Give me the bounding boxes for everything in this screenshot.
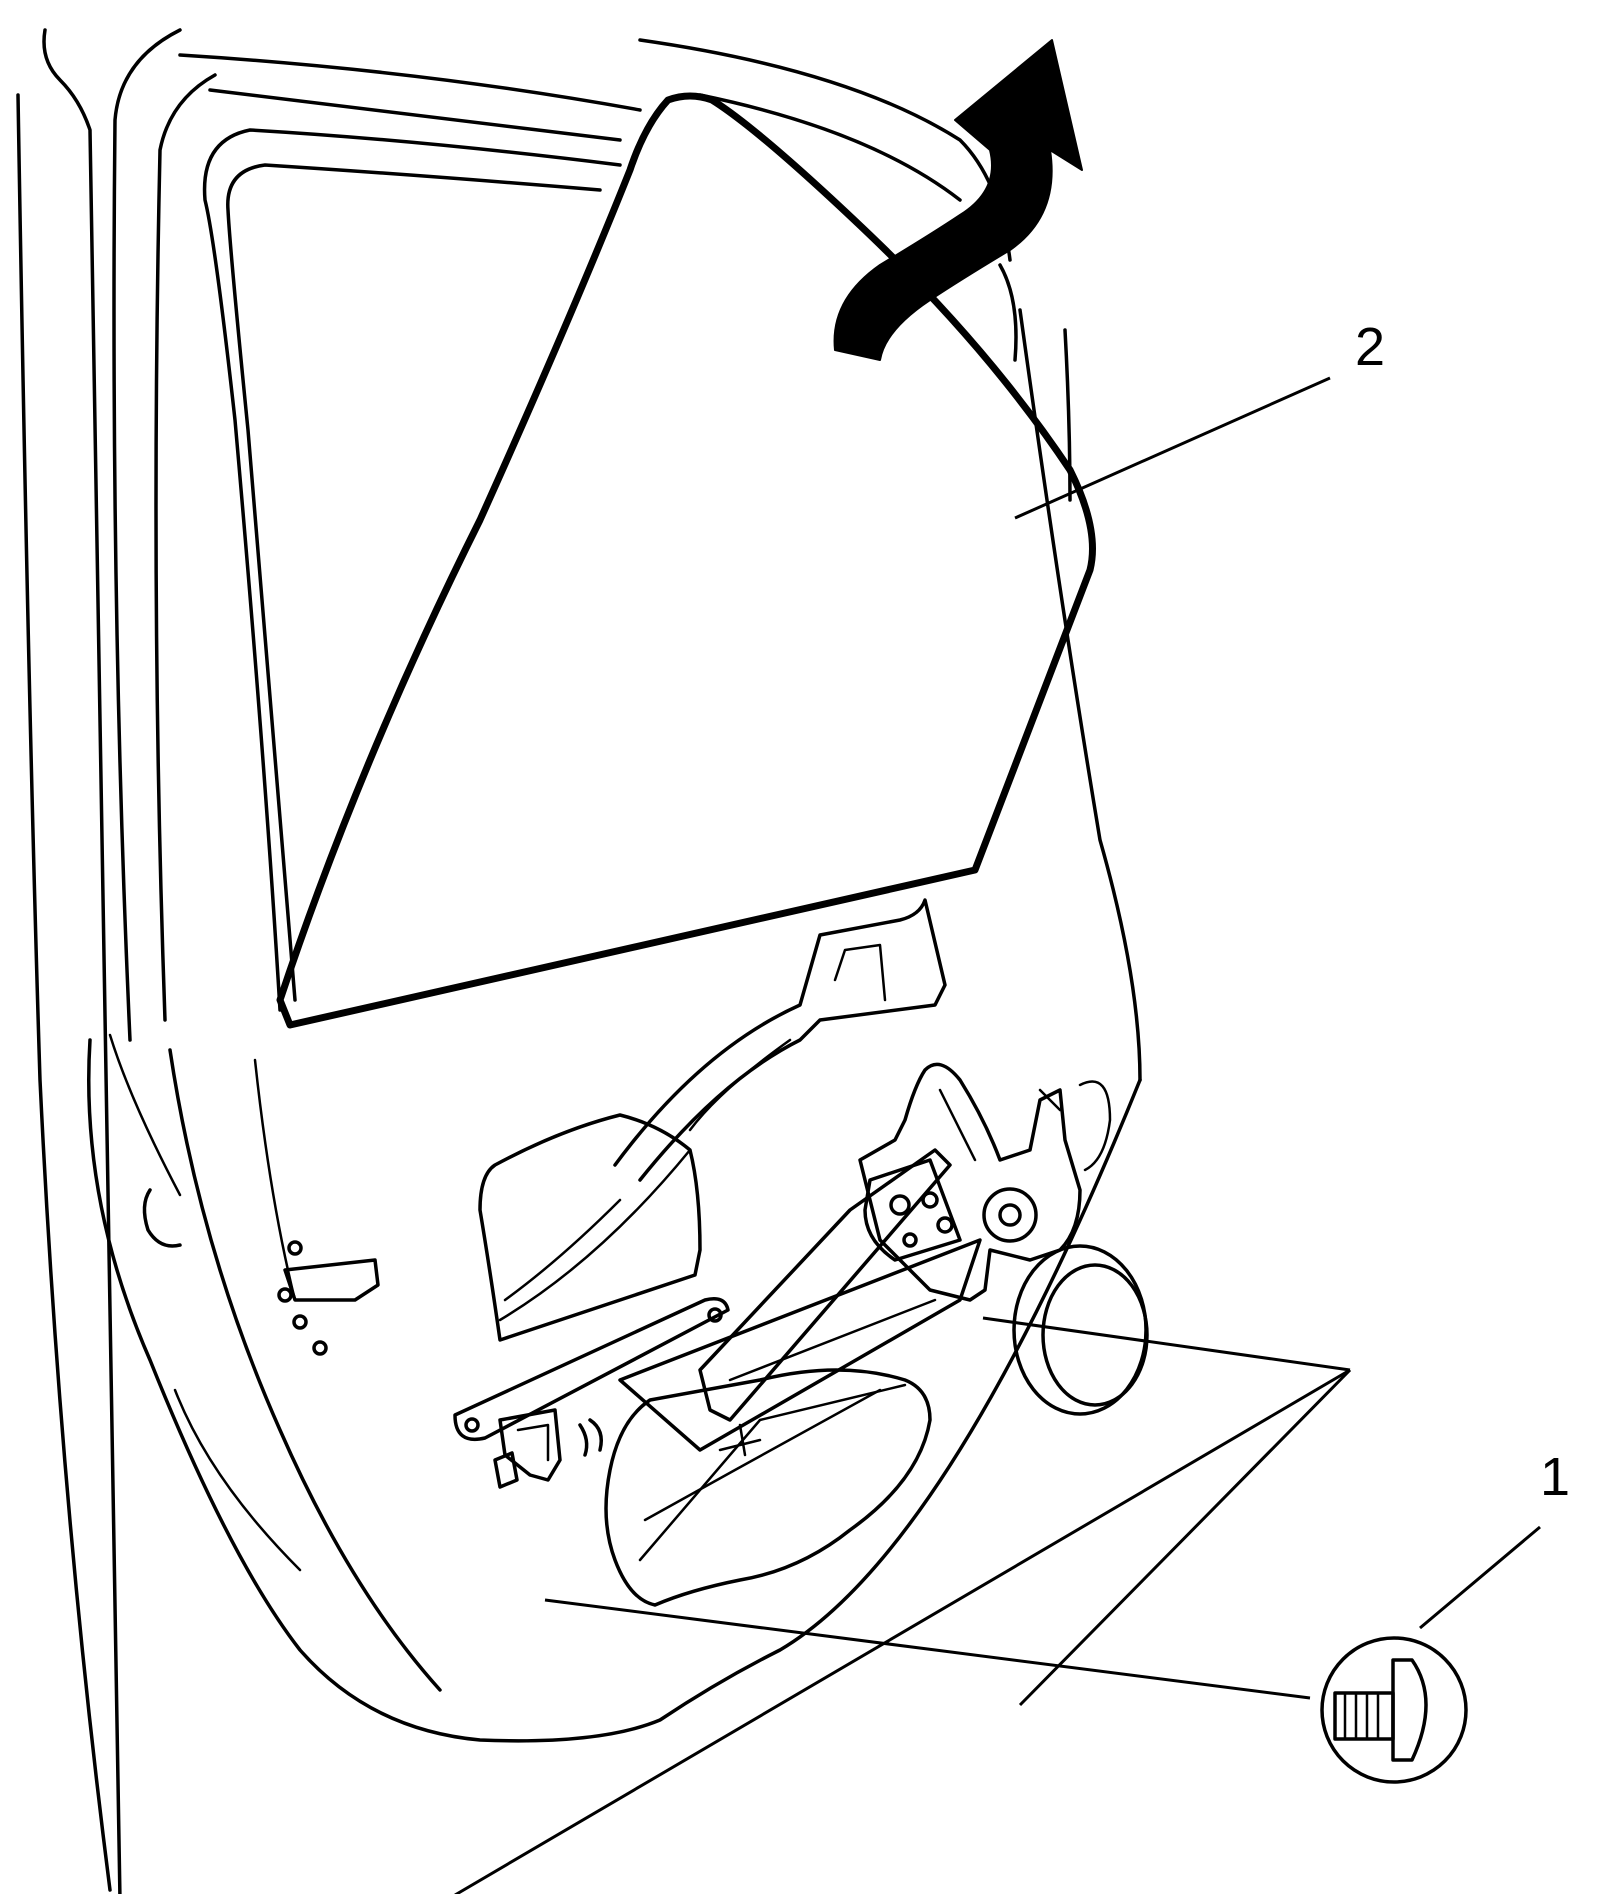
door-frame: [16, 28, 1142, 1894]
door-internals: [142, 898, 1149, 1607]
callout-2-door-glass: 2: [1355, 317, 1386, 377]
curved-arrow-up-icon: [833, 39, 1083, 361]
door-glass: [276, 92, 1096, 1029]
callout-1-fastener: 1: [1540, 1447, 1571, 1507]
bolt-detail-icon: [1320, 1636, 1468, 1784]
callout-leaders: [454, 376, 1541, 1894]
window-channel: [202, 128, 1018, 1012]
